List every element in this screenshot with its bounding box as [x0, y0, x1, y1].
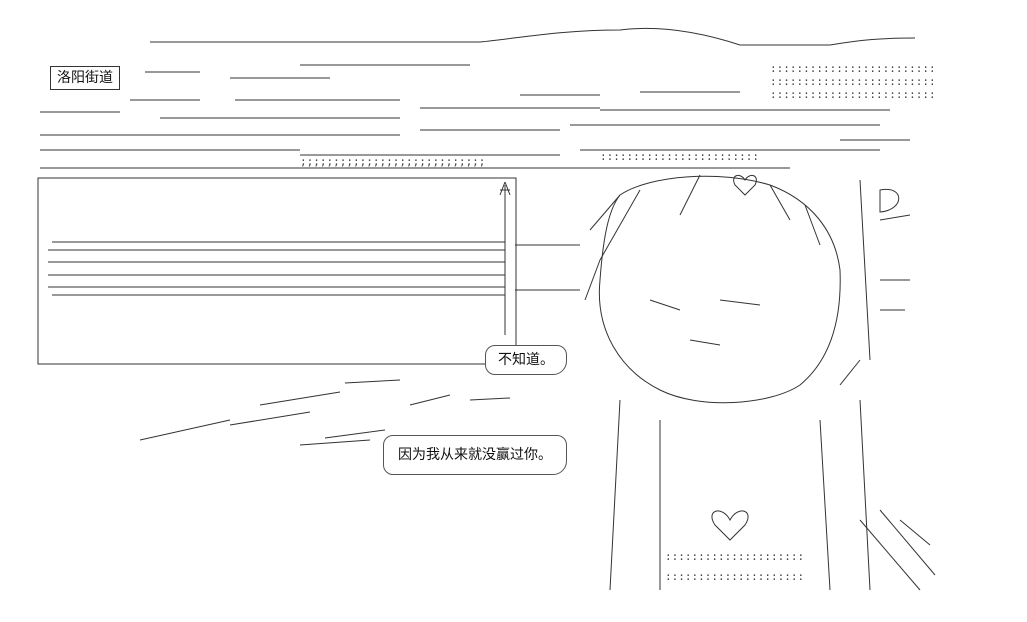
street-sign-text: 洛阳街道: [57, 70, 113, 86]
building-row-1: [40, 107, 890, 119]
body-outline: [609, 399, 871, 591]
building-row-2: [40, 124, 910, 141]
character-head: [598, 175, 841, 404]
speech-bubble-2: 因为我从来就没赢过你。: [383, 435, 567, 475]
heart-1: [733, 174, 757, 196]
skyline-line: [150, 27, 916, 46]
dot-pattern-3: :::::::::::::::::::::::::: [770, 88, 936, 101]
dot-pattern-1: :::::::::::::::::::::::::: [770, 62, 936, 75]
building-row-3: [40, 149, 880, 156]
roof-line-2: [130, 91, 740, 101]
dot-pattern-7: :::::::::::::::::::::: [665, 570, 804, 583]
dot-pattern-2: :::::::::::::::::::::::::: [770, 75, 936, 88]
ground-dashes: [139, 379, 511, 446]
roof-line-1: [145, 64, 470, 79]
sword-blade: [48, 241, 505, 296]
speech-bubble-1-text: 不知道。: [498, 352, 554, 368]
dot-pattern-6: :::::::::::::::::::::: [665, 550, 804, 563]
road-lines: [859, 509, 936, 591]
heart-2: [711, 510, 749, 541]
face-features: [649, 299, 761, 346]
tree-right: [839, 179, 911, 386]
dot-pattern-5: ::::::::::::::::::::::::: [600, 150, 759, 163]
speech-bubble-2-text: 因为我从来就没赢过你。: [398, 447, 552, 463]
speech-bubble-1: 不知道。: [485, 345, 567, 375]
poster-frame: [37, 177, 517, 365]
dot-pattern-4: ;;;;;;;;;;;;;;;;;;;;;;;;;;;;: [300, 155, 485, 168]
lantern-right: [879, 188, 900, 213]
hair-strands: [584, 174, 821, 301]
sword-hilt: [499, 181, 580, 335]
street-sign: 洛阳街道: [50, 66, 120, 90]
